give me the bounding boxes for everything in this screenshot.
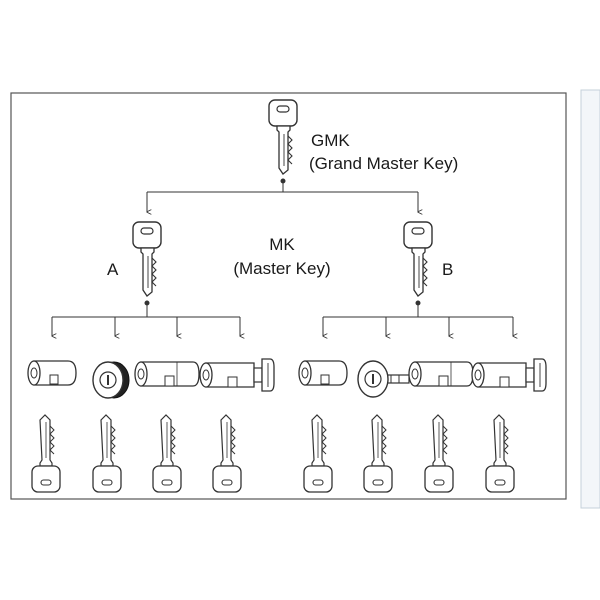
- group-b-label: B: [442, 260, 453, 279]
- group-a-label: A: [107, 260, 119, 279]
- gmk-code: GMK: [311, 131, 350, 150]
- mk-description: (Master Key): [233, 259, 330, 278]
- mk-code: MK: [269, 235, 295, 254]
- gmk-branch-lines: [146, 178, 418, 212]
- side-panel: [580, 89, 600, 509]
- gmk-description: (Grand Master Key): [309, 154, 458, 173]
- euro-thumbturn-cylinder-icon: [471, 358, 547, 392]
- euro-half-cylinder-icon: [27, 360, 77, 386]
- mk-b-branch-lines: [322, 300, 513, 336]
- mk-a-branch-lines: [51, 300, 240, 336]
- euro-thumbturn-cylinder-icon: [199, 358, 275, 392]
- euro-double-cylinder-icon: [408, 361, 474, 387]
- euro-half-cylinder-icon: [298, 360, 348, 386]
- rim-cylinder-icon: [92, 361, 130, 399]
- euro-double-cylinder-icon: [134, 361, 200, 387]
